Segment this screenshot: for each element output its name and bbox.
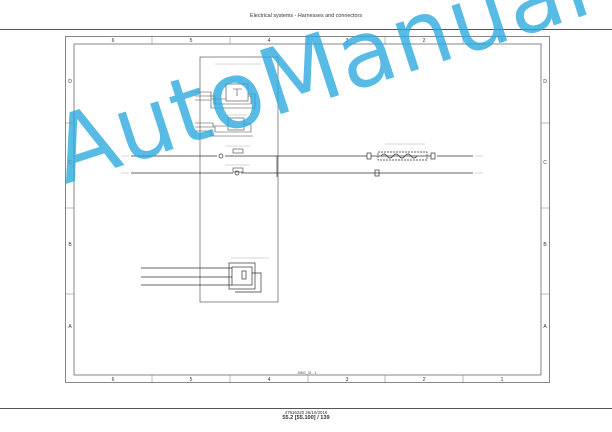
lower-connector xyxy=(141,262,262,293)
row-label-left: B xyxy=(68,242,72,248)
footer-doc-code: 47916220 26/10/2016 xyxy=(284,410,328,415)
wiring-diagram: 6 5 4 3 2 1 6 5 4 3 2 1 D C B A D C B A xyxy=(65,36,550,383)
row-label-right: A xyxy=(543,324,547,330)
page-header-title: Electrical systems - Harnesses and conne… xyxy=(249,13,363,19)
row-label-left: A xyxy=(68,324,72,330)
header-rule xyxy=(0,29,612,30)
col-label-bottom: 3 xyxy=(346,377,349,383)
col-label-top: 2 xyxy=(423,38,426,44)
col-label-top: 3 xyxy=(346,38,349,44)
row-label-left: D xyxy=(68,79,72,85)
col-label-bottom: 5 xyxy=(190,377,193,383)
col-label-top: 6 xyxy=(112,38,115,44)
col-label-bottom: 2 xyxy=(423,377,426,383)
row-label-right: B xyxy=(543,242,547,248)
row-label-right: D xyxy=(543,79,547,85)
col-label-top: 4 xyxy=(268,38,271,44)
col-label-bottom: 1 xyxy=(501,377,504,383)
row-label-left: C xyxy=(68,160,72,166)
schematic-sheet: 6 5 4 3 2 1 6 5 4 3 2 1 D C B A D C B A xyxy=(65,36,550,383)
footer-page-ref: 55.2 [55.100] / 139 xyxy=(282,415,330,421)
col-label-bottom: 6 xyxy=(112,377,115,383)
wire-bundle xyxy=(131,151,473,177)
harness-enclosure xyxy=(195,56,279,303)
annotation-lines xyxy=(121,63,483,259)
col-label-bottom: 4 xyxy=(268,377,271,383)
footer-rule xyxy=(0,408,612,409)
row-label-right: C xyxy=(543,160,547,166)
sheet-reference: DWG_01 - 1 xyxy=(298,371,317,375)
col-label-top: 1 xyxy=(501,38,504,44)
col-label-top: 5 xyxy=(190,38,193,44)
